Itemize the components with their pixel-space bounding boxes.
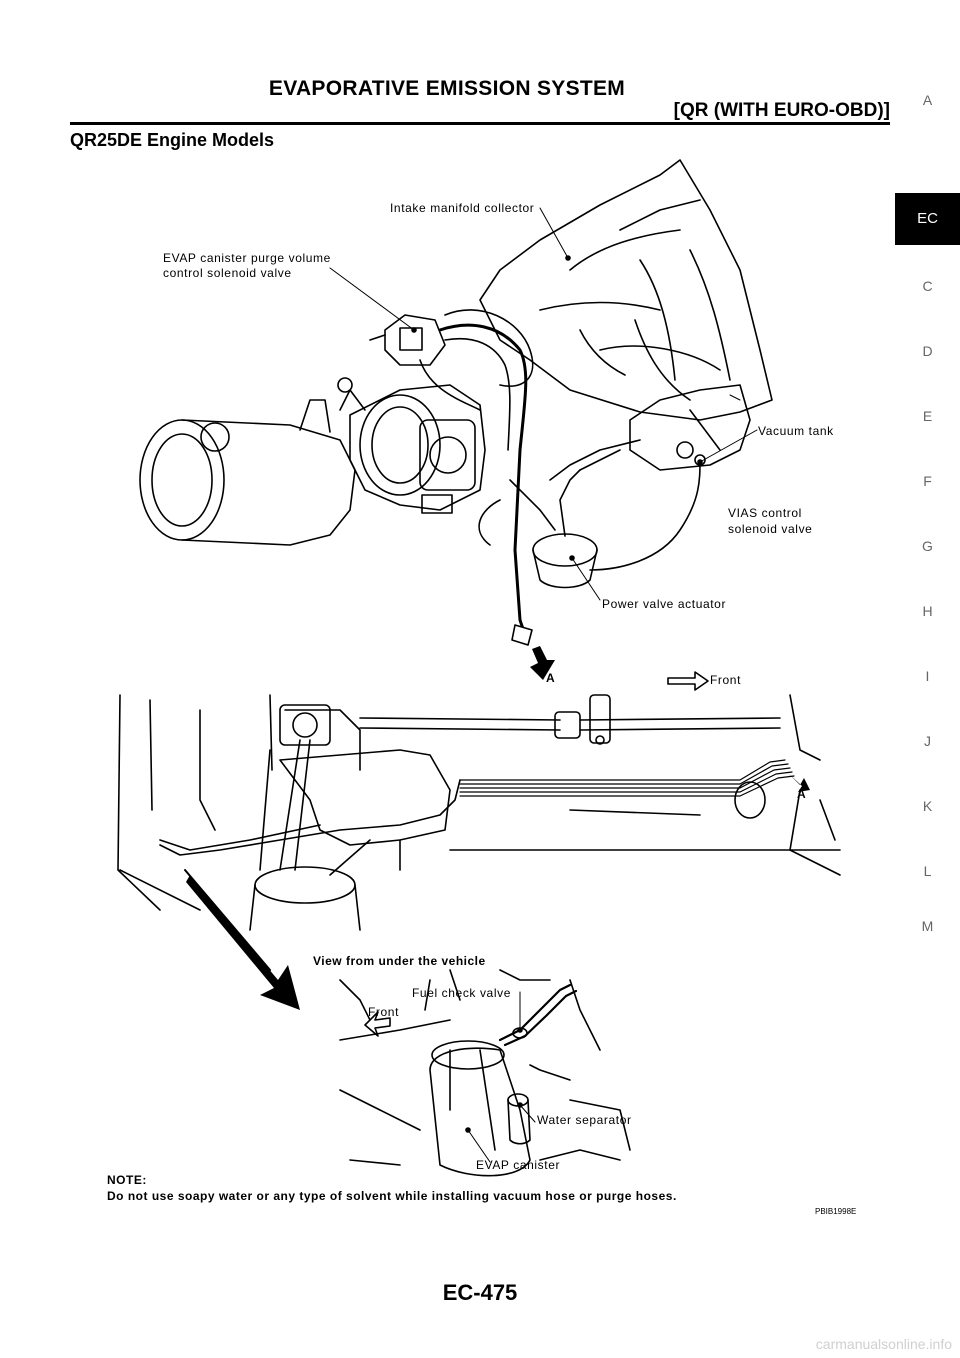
label-front-bottom: Front — [368, 1005, 399, 1019]
label-fuel-check-valve: Fuel check valve — [412, 986, 511, 1000]
header-divider — [70, 122, 890, 125]
index-tab-f[interactable]: F — [923, 473, 932, 489]
index-tab-j[interactable]: J — [924, 733, 931, 749]
watermark: carmanualsonline.info — [815, 1336, 952, 1352]
index-tab-m[interactable]: M — [921, 918, 934, 934]
label-intake-manifold-collector: Intake manifold collector — [390, 201, 534, 215]
evap-system-diagram: Intake manifold collector EVAP canister … — [100, 150, 890, 1230]
label-evap-canister: EVAP canister — [476, 1158, 560, 1172]
section-title: QR25DE Engine Models — [70, 130, 275, 150]
zoom-arrow-icon — [184, 869, 300, 1010]
engine-top-illustration — [139, 159, 773, 680]
index-tab-d[interactable]: D — [922, 343, 933, 359]
figure-code: PBIB1998E — [815, 1207, 857, 1216]
label-evap-purge-line1: EVAP canister purge volume — [163, 251, 331, 265]
note-label: NOTE: — [107, 1173, 147, 1187]
index-tab-i[interactable]: I — [925, 668, 930, 684]
label-vias-line1: VIAS control — [728, 506, 802, 520]
label-power-valve-actuator: Power valve actuator — [602, 597, 726, 611]
label-marker-a-mid: A — [797, 787, 806, 801]
label-vacuum-tank: Vacuum tank — [758, 424, 834, 438]
note-block: NOTE: Do not use soapy water or any type… — [107, 1172, 677, 1204]
label-vias-line2: solenoid valve — [728, 522, 812, 536]
index-tab-k[interactable]: K — [922, 798, 933, 814]
note-text: Do not use soapy water or any type of so… — [107, 1189, 677, 1203]
index-tab-l[interactable]: L — [923, 863, 932, 879]
label-view-under-vehicle: View from under the vehicle — [313, 954, 486, 968]
index-tab-g[interactable]: G — [922, 538, 933, 554]
index-tab-a[interactable]: A — [922, 92, 933, 108]
index-tab-e[interactable]: E — [922, 408, 933, 424]
evap-canister-illustration — [339, 969, 631, 1177]
label-front: Front — [710, 673, 741, 687]
underbody-illustration — [117, 694, 841, 931]
index-tab-c[interactable]: C — [922, 278, 933, 294]
label-water-separator: Water separator — [537, 1113, 632, 1127]
front-arrow-icon — [667, 671, 709, 691]
page-number: EC-475 — [442, 1280, 518, 1305]
label-marker-a-top: A — [546, 671, 555, 685]
index-tab-h[interactable]: H — [922, 603, 933, 619]
label-evap-purge-line2: control solenoid valve — [163, 266, 292, 280]
page-title: EVAPORATIVE EMISSION SYSTEM — [268, 77, 626, 100]
index-tab-ec[interactable]: EC — [895, 193, 960, 245]
page-subtitle: [QR (WITH EURO-OBD)] — [673, 100, 890, 121]
